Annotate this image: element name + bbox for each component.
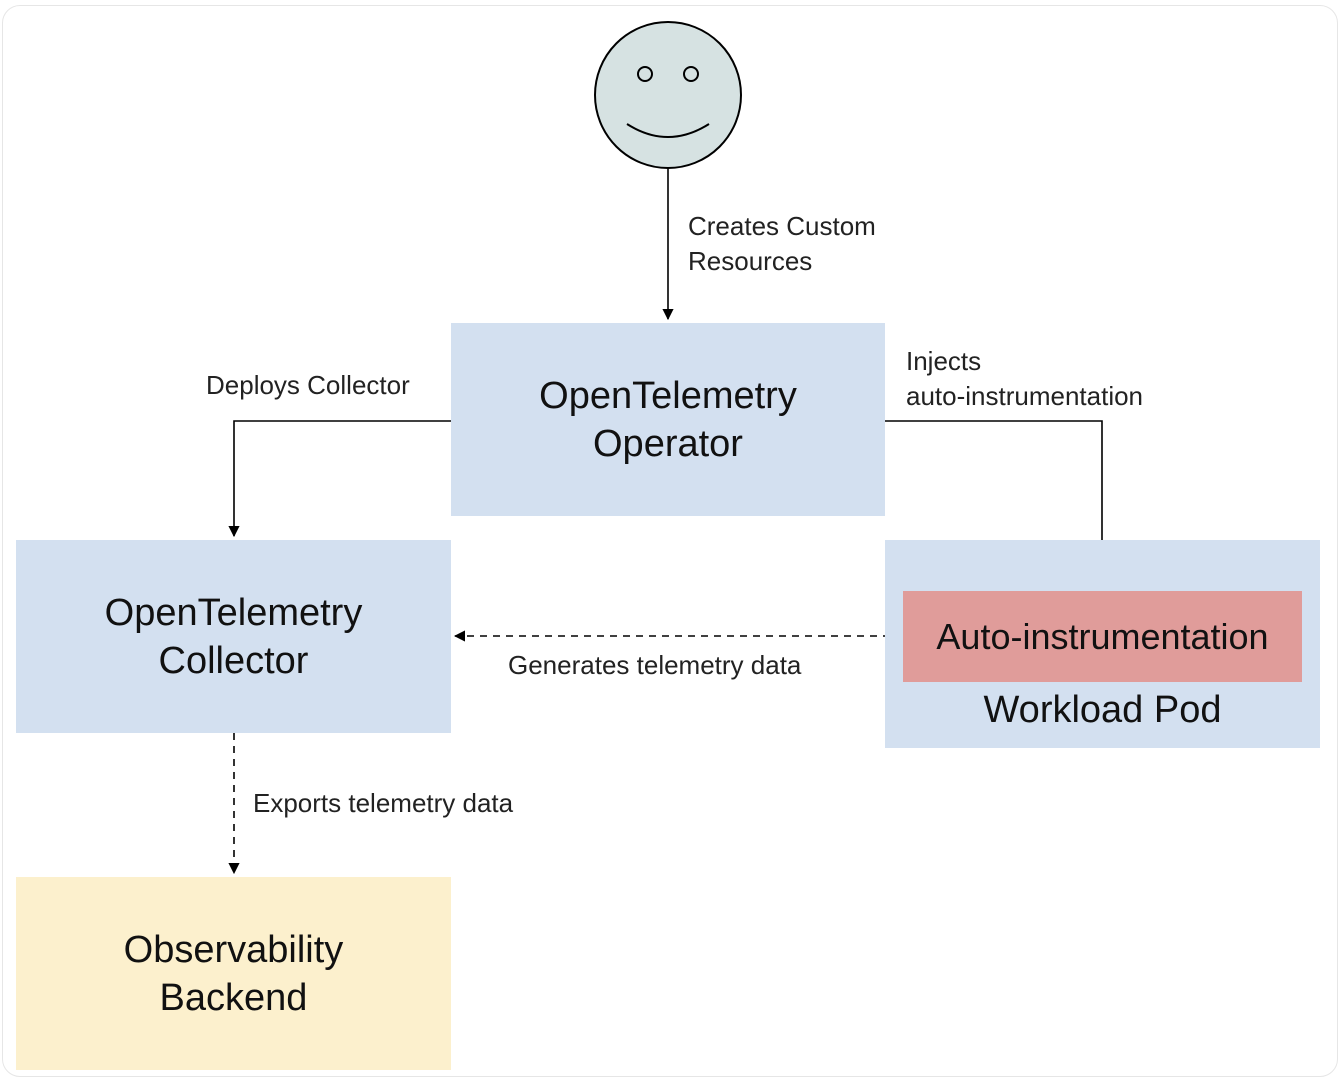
edge-deploys-label: Deploys Collector [206, 370, 410, 400]
collector-label: OpenTelemetry Collector [104, 591, 363, 682]
auto-instrumentation-node: Auto-instrumentation [903, 591, 1302, 682]
collector-node: OpenTelemetry Collector [16, 540, 451, 733]
observability-backend-node: Observability Backend [16, 877, 451, 1070]
edge-injects-line [885, 420, 1108, 589]
edge-exports-label: Exports telemetry data [253, 788, 514, 818]
auto-instrumentation-label: Auto-instrumentation [936, 615, 1269, 657]
operator-node: OpenTelemetry Operator [451, 323, 885, 516]
user-smiley-icon [594, 21, 742, 169]
edge-generates-label: Generates telemetry data [508, 650, 802, 680]
edge-deploys-line [228, 420, 451, 538]
edge-creates-label: Creates Custom Resources [688, 211, 876, 276]
edge-injects-label: Injects auto-instrumentation [906, 346, 1144, 411]
backend-label: Observability Backend [123, 928, 344, 1019]
workload-pod-label: Workload Pod [983, 689, 1222, 731]
operator-label: OpenTelemetry Operator [539, 374, 797, 465]
